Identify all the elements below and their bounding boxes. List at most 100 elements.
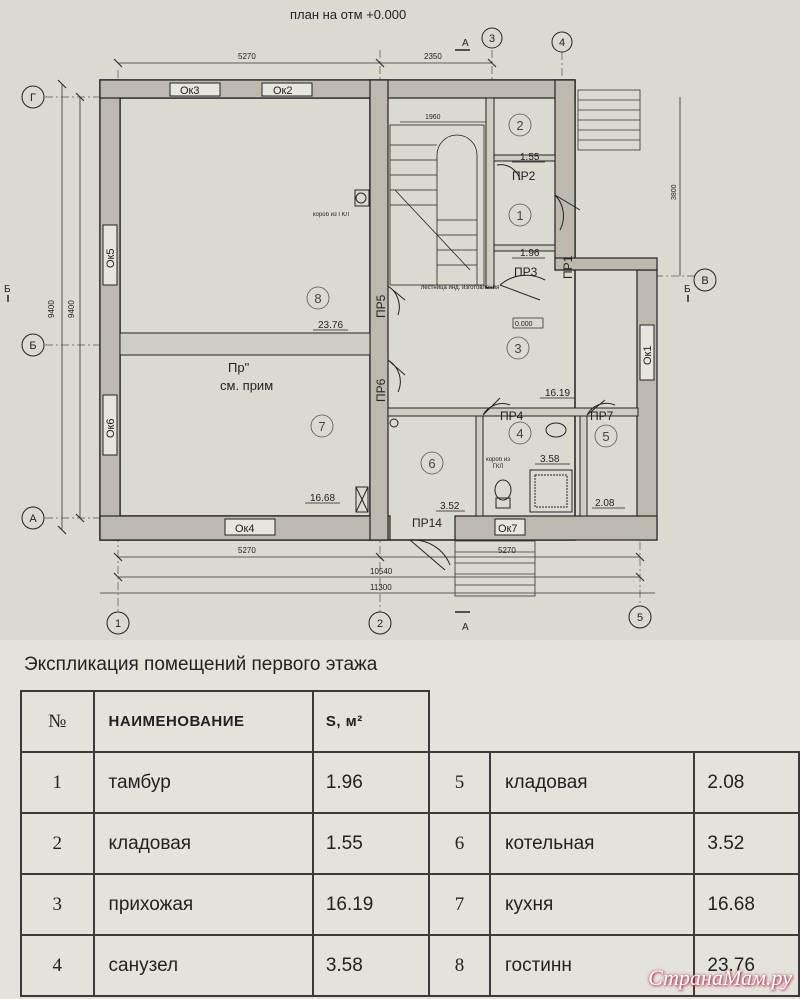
row-name: гостинн [489, 934, 696, 997]
row-name: санузел [92, 934, 314, 997]
door-pr7: ПР7 [590, 409, 614, 423]
header-num: № [20, 690, 95, 753]
door-pr2: ПР2 [512, 169, 536, 183]
table-row: 4 санузел 3.58 8 гостинн 23.76 [20, 934, 800, 997]
row-name: кладовая [489, 751, 696, 814]
row-num: 1 [20, 751, 95, 814]
axis-a-label: А [29, 513, 37, 525]
door-pr3: ПР3 [514, 265, 538, 279]
window-ok1: Ок1 [642, 346, 654, 366]
row-num: 7 [427, 873, 492, 936]
room-6-number: 6 [428, 456, 435, 471]
row-name: кладовая [92, 812, 314, 875]
window-ok3: Ок3 [180, 85, 200, 97]
room-8-number: 8 [314, 291, 321, 306]
room-5-area: 2.08 [595, 498, 615, 509]
axis-2-label: 2 [377, 618, 383, 630]
dim-stair-1960: 1960 [425, 114, 441, 121]
room-1-number: 1 [516, 208, 523, 223]
room-4-area: 3.58 [540, 454, 560, 465]
axis-g-label: Г [30, 92, 36, 104]
row-num: 8 [427, 934, 492, 997]
explication-table: № НАИМЕНОВАНИЕ S, м² 1 тамбур 1.96 5 кла… [20, 690, 800, 997]
room-5-number: 5 [602, 429, 609, 444]
row-area: 16.68 [693, 873, 800, 936]
row-num: 6 [427, 812, 492, 875]
note-pr-line2: см. прим [220, 378, 273, 393]
door-pr5: ПР5 [374, 294, 388, 318]
axis-3-label: 3 [489, 33, 495, 45]
room-7-area: 16.68 [310, 493, 335, 504]
row-num: 2 [20, 812, 95, 875]
row-area: 3.58 [311, 934, 430, 997]
dim-bottom-5270-a: 5270 [238, 546, 256, 555]
row-num: 5 [427, 751, 492, 814]
header-area: S, м² [311, 690, 430, 753]
room-6-area: 3.52 [440, 501, 460, 512]
door-pr4: ПР4 [500, 409, 524, 423]
table-row: 3 прихожая 16.19 7 кухня 16.68 [20, 873, 800, 936]
window-ok4: Ок4 [235, 523, 255, 535]
window-ok6: Ок6 [105, 419, 117, 439]
dim-9400-outer: 9400 [47, 300, 56, 318]
room-7-number: 7 [318, 419, 325, 434]
dim-top-2350: 2350 [424, 52, 442, 61]
window-ok7: Ок7 [498, 523, 518, 535]
row-area: 23.76 [693, 934, 800, 997]
row-name: тамбур [92, 751, 314, 814]
note-stair: лестница инд. изготовления [420, 285, 500, 291]
dim-9400-inner: 9400 [67, 300, 76, 318]
section-a-top: А [462, 38, 469, 49]
axis-v-label: В [701, 275, 708, 287]
row-area: 1.96 [311, 751, 430, 814]
row-num: 4 [20, 934, 95, 997]
door-pr14: ПР14 [412, 516, 442, 530]
plan-title: план на отм +0.000 [290, 7, 406, 22]
header-name: НАИМЕНОВАНИЕ [92, 690, 314, 753]
axis-5-label: 5 [637, 612, 643, 624]
room-8-area: 23.76 [318, 320, 343, 331]
row-num: 3 [20, 873, 95, 936]
window-ok2: Ок2 [273, 85, 293, 97]
axis-b-label: Б [29, 340, 36, 352]
door-pr6: ПР6 [374, 378, 388, 402]
note-box-bath: короб из ГКЛ [486, 457, 510, 470]
note-pr-line1: Пр" [228, 360, 250, 375]
row-name: прихожая [92, 873, 314, 936]
axis-4-label: 4 [559, 37, 565, 49]
room-2-area: 1.55 [520, 152, 540, 163]
explication-section: Экспликация помещений первого этажа № НА… [0, 640, 800, 999]
section-a-bottom: А [462, 622, 469, 633]
site-watermark: СтранаМам.ру [648, 965, 792, 991]
room-1-area: 1.96 [520, 248, 540, 259]
level-mark: 0.000 [515, 321, 533, 328]
row-area: 1.55 [311, 812, 430, 875]
table-row: 2 кладовая 1.55 6 котельная 3.52 [20, 812, 800, 875]
dim-10540: 10540 [370, 567, 393, 576]
floor-plan-drawing: план на отм +0.000 5270 2350 1960 5270 5… [4, 7, 717, 635]
dim-top-5270: 5270 [238, 52, 256, 61]
row-area: 3.52 [693, 812, 800, 875]
row-name: кухня [489, 873, 696, 936]
watermark-text: СтранаМам.ру [648, 965, 792, 990]
table-title: Экспликация помещений первого этажа [24, 654, 378, 675]
door-pr1: ПР1 [561, 255, 575, 279]
section-b-right: Б [684, 284, 691, 295]
dim-11300: 11300 [370, 583, 392, 592]
room-3-area: 16.19 [545, 388, 570, 399]
header-blank [427, 691, 799, 753]
row-area: 16.19 [311, 873, 430, 936]
axis-1-label: 1 [115, 618, 121, 630]
row-name: котельная [489, 812, 696, 875]
note-box-kitchen: короб из ГКЛ [312, 212, 350, 218]
room-2-number: 2 [516, 118, 523, 133]
room-3-number: 3 [514, 341, 521, 356]
room-4-number: 4 [516, 426, 523, 441]
table-header-row: № НАИМЕНОВАНИЕ S, м² [20, 690, 799, 753]
dim-3800: 3800 [671, 184, 678, 200]
section-b-left: Б [4, 284, 11, 295]
window-ok5: Ок5 [105, 249, 117, 269]
row-area: 2.08 [693, 751, 800, 814]
table-row: 1 тамбур 1.96 5 кладовая 2.08 [20, 751, 800, 814]
dim-bottom-5270-b: 5270 [498, 546, 516, 555]
